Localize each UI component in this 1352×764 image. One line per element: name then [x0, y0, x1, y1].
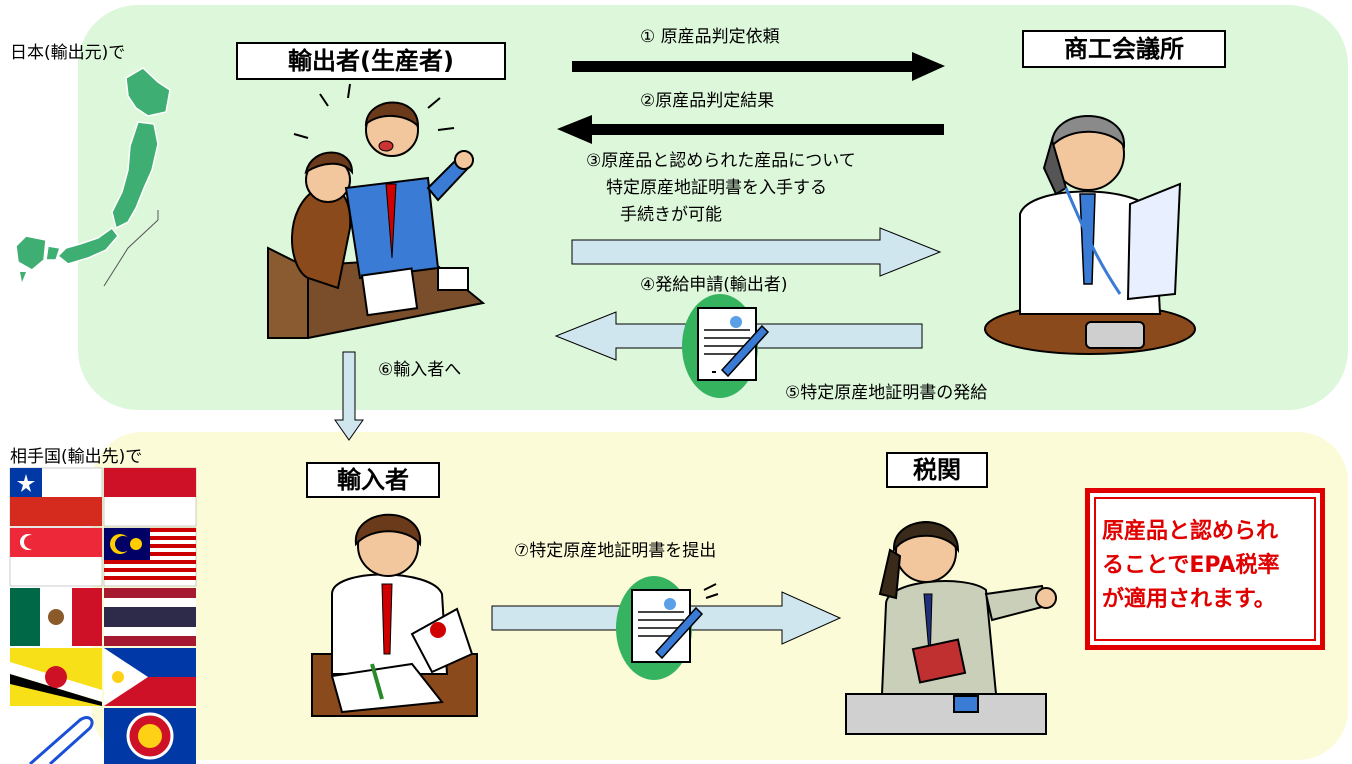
exporter-people-icon: [267, 83, 486, 340]
flag-asean-icon: [104, 708, 196, 764]
notice-line-1: 原産品と認められ: [1102, 519, 1279, 544]
partner-flags: [9, 467, 197, 764]
arrow-request-judgment: [572, 52, 945, 81]
notice-text: 原産品と認められ ることでEPA税率 が適用されます。: [1102, 515, 1312, 617]
flag-singapore-icon: [9, 527, 103, 587]
arrow-issuance-application: [571, 227, 942, 277]
exporter-label: 輸出者(生産者): [236, 42, 506, 80]
importer-writing-icon: [311, 513, 478, 717]
epa-tariff-notice: 原産品と認められ ることでEPA税率 が適用されます。: [1085, 488, 1325, 650]
notice-line-2: ることでEPA税率: [1102, 553, 1280, 578]
flag-mexico-icon: [10, 588, 102, 646]
importer-label: 輸入者: [306, 462, 440, 498]
step-7-text: ⑦特定原産地証明書を提出: [514, 541, 717, 561]
japan-region-label: 日本(輸出元)で: [10, 43, 126, 63]
flag-thailand-icon: [104, 588, 196, 646]
notice-line-3: が適用されます。: [1102, 587, 1276, 612]
step-2-text: ②原産品判定結果: [640, 91, 775, 111]
arrow-to-importer: [334, 351, 364, 441]
customs-label: 税関: [886, 452, 988, 488]
step-3-line1: ③原産品と認められた産品について: [586, 151, 856, 171]
arrow-judgment-result: [557, 115, 944, 144]
flag-indonesia-icon: [103, 467, 197, 527]
step-1-text: ① 原産品判定依頼: [640, 27, 780, 47]
certificate-document-icon: [616, 576, 719, 680]
step-3-line3: 手続きが可能: [620, 205, 722, 225]
paperclip-icon: [29, 716, 94, 764]
step-4-text: ④発給申請(輸出者): [640, 275, 788, 295]
notice-inner-border: [1094, 497, 1316, 641]
flag-philippines-icon: [104, 648, 196, 706]
chamber-label: 商工会議所: [1022, 30, 1226, 68]
customs-officer-icon: [845, 521, 1057, 735]
step-3-line2: 特定原産地証明書を入手する: [606, 178, 827, 198]
japan-map-icon: [15, 67, 171, 287]
flag-chile-icon: [9, 467, 103, 527]
certificate-document-icon: [682, 294, 770, 398]
flag-brunei-icon: [10, 648, 102, 706]
flag-malaysia-icon: [103, 527, 197, 587]
step-6-text: ⑥輸入者へ: [378, 360, 462, 380]
step-5-text: ⑤特定原産地証明書の発給: [785, 383, 988, 403]
partner-region-label: 相手国(輸出先)で: [10, 447, 143, 467]
chamber-clerk-phone-icon: [984, 115, 1196, 355]
